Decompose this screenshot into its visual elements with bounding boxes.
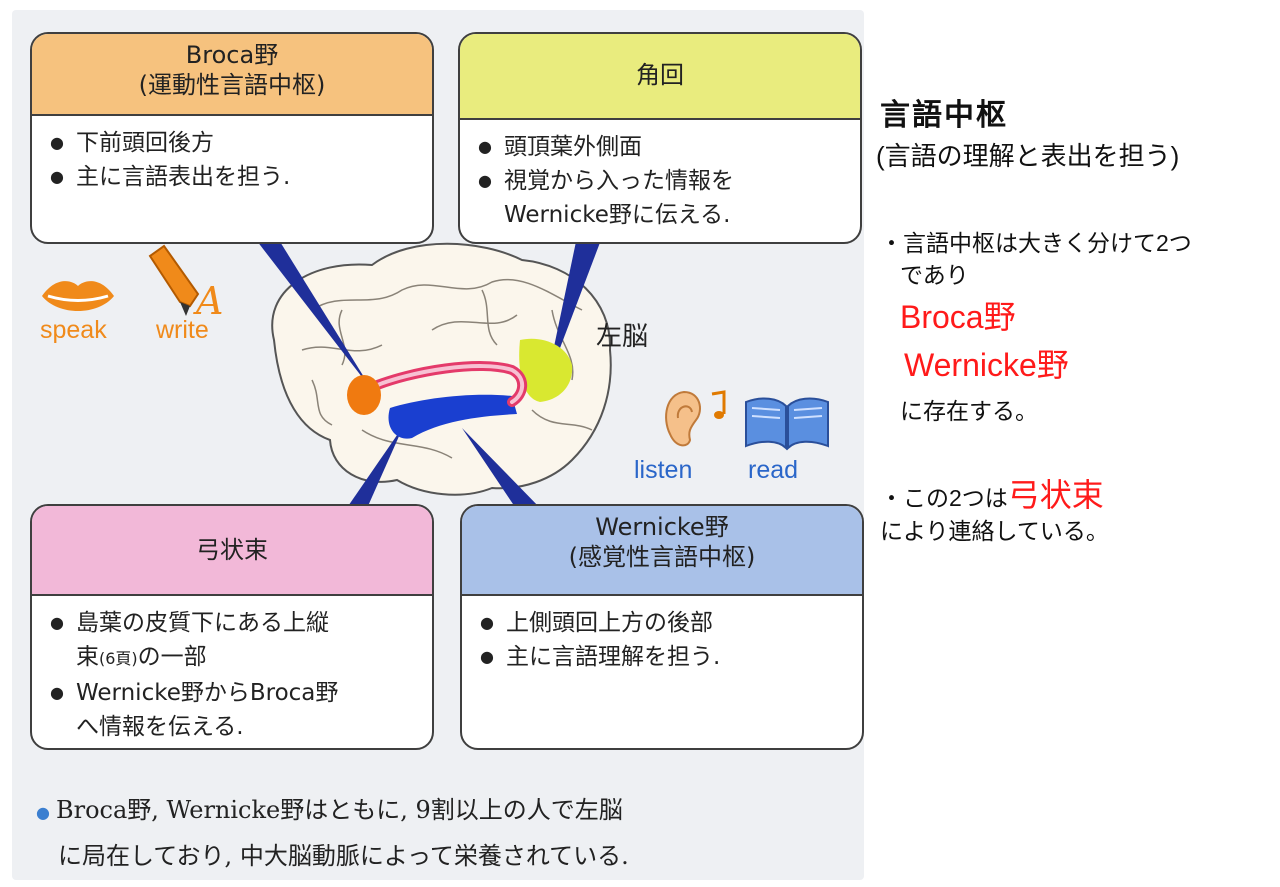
wernicke-title: Wernicke野 [595,513,729,541]
page-reference: (6頁) [99,649,138,668]
broca-subtitle: (運動性言語中枢) [138,71,326,99]
note1-line2: であり [900,262,969,288]
note2-line2: により連絡している。 [880,518,1109,544]
highlight-arcuate: 弓状束 [1007,477,1104,513]
note1-line1: ・言語中枢は大きく分けて2つ [880,230,1192,256]
pointer-wernicke [462,428,542,510]
speak-label: speak [40,316,107,344]
wernicke-header: Wernicke野 (感覚性言語中枢) [462,506,862,596]
write-label: write [156,316,209,344]
angular-gyrus-bullet-2-cont: Wernicke野に伝える. [504,202,731,228]
wernicke-area [388,394,517,439]
brain-diagram [250,232,612,515]
pointer-broca [250,232,372,390]
arcuate-bullet-2-cont: へ情報を伝える. [76,714,244,740]
wernicke-bullet-2: 主に言語理解を担う. [480,640,848,674]
pointer-kakukai [546,232,604,385]
arcuate-fasciculus-body: 島葉の皮質下にある上縦 束(6頁)の一部 Wernicke野からBroca野 へ… [32,596,432,744]
broca-header: Broca野 (運動性言語中枢) [32,34,432,116]
music-note-icon [711,390,726,419]
svg-text:A: A [193,279,223,322]
arcuate-bullet-1-cont-b: の一部 [137,644,207,670]
read-label: read [748,456,799,484]
footer-bullet-icon: ● [36,803,50,822]
highlight-wernicke: Wernicke野 [904,347,1069,383]
angular-gyrus-box: 角回 頭頂葉外側面 視覚から入った情報を Wernicke野に伝える. [458,32,862,244]
note1-line3: に存在する。 [900,398,1038,424]
arcuate-bullet-2: Wernicke野からBroca野 [50,676,418,710]
angular-gyrus-area [519,338,573,402]
note2-prefix: ・この2つは [880,485,1008,511]
left-brain-label: 左脳 [596,321,649,351]
arcuate-fasciculus-header: 弓状束 [32,506,432,596]
broca-bullet-2: 主に言語表出を担う. [50,160,418,194]
side-heading: 言語中枢 [880,99,1008,132]
wernicke-subtitle: (感覚性言語中枢) [568,543,756,571]
wernicke-body: 上側頭回上方の後部 主に言語理解を担う. [462,596,862,674]
angular-gyrus-bullet-1: 頭頂葉外側面 [478,130,846,164]
lips-icon [42,281,114,311]
broca-area [347,375,381,415]
angular-gyrus-header: 角回 [460,34,860,120]
pointer-kyujo [342,425,404,515]
footer-line-2: に局在しており, 中大脳動脈によって栄養されている. [58,842,629,870]
angular-gyrus-body: 頭頂葉外側面 視覚から入った情報を Wernicke野に伝える. [460,120,860,232]
note2-line1: ・この2つは弓状束 [880,470,1104,516]
broca-title: Broca野 [185,41,279,69]
side-subheading: (言語の理解と表出を担う) [876,141,1180,171]
arcuate-bullet-1-cont-a: 束 [76,644,99,670]
wernicke-bullet-1: 上側頭回上方の後部 [480,606,848,640]
highlight-broca: Broca野 [900,299,1016,335]
footer-text-1: Broca野, Wernicke野はともに, 9割以上の人で左脳 [55,796,623,824]
wernicke-box: Wernicke野 (感覚性言語中枢) 上側頭回上方の後部 主に言語理解を担う. [460,504,864,750]
arcuate-fasciculus-box: 弓状束 島葉の皮質下にある上縦 束(6頁)の一部 Wernicke野からBroc… [30,504,434,750]
ear-icon [665,390,701,447]
broca-bullet-1: 下前頭回後方 [50,126,418,160]
arcuate-bullet-1: 島葉の皮質下にある上縦 [50,606,418,640]
listen-label: listen [634,456,693,484]
angular-gyrus-bullet-2: 視覚から入った情報を [478,164,846,198]
broca-box: Broca野 (運動性言語中枢) 下前頭回後方 主に言語表出を担う. [30,32,434,244]
open-book-icon [745,397,829,451]
broca-body: 下前頭回後方 主に言語表出を担う. [32,116,432,194]
textbook-figure: Broca野 (運動性言語中枢) 下前頭回後方 主に言語表出を担う. 角回 頭頂… [12,10,864,880]
arcuate-bullet-1-cont: 束(6頁)の一部 [50,640,418,676]
pencil-icon: A [148,244,223,322]
footer-line-1: ● Broca野, Wernicke野はともに, 9割以上の人で左脳 [36,790,623,825]
